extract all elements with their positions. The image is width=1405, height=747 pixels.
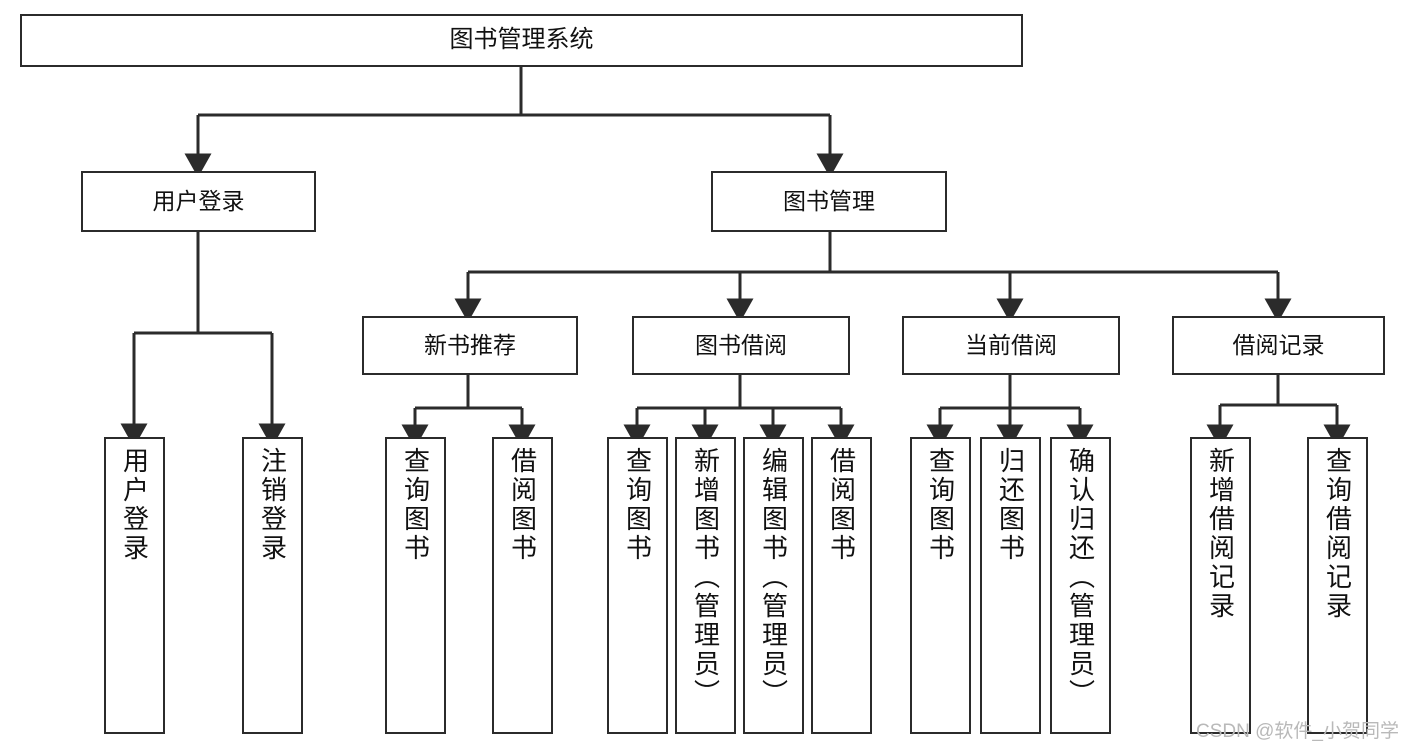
node-root[interactable]: 图书管理系统 (20, 14, 1023, 67)
node-borrow-records-label: 借阅记录 (1232, 331, 1325, 358)
node-user-login[interactable]: 用户登录 (81, 171, 316, 232)
node-book-management-label: 图书管理 (783, 187, 875, 214)
node-leaf-edit-book-label: 编辑图书（管理员） (758, 447, 789, 708)
node-leaf-query-book-1[interactable]: 查询图书 (385, 437, 446, 734)
node-leaf-return-book-label: 归还图书 (995, 447, 1026, 563)
node-root-label: 图书管理系统 (449, 26, 594, 54)
node-leaf-add-record-label: 新增借阅记录 (1205, 447, 1236, 621)
node-leaf-add-book[interactable]: 新增图书（管理员） (675, 437, 736, 734)
node-leaf-borrow-book-1[interactable]: 借阅图书 (492, 437, 553, 734)
node-leaf-add-book-label: 新增图书（管理员） (690, 447, 721, 708)
node-book-borrow[interactable]: 图书借阅 (632, 316, 850, 375)
node-leaf-logout-label: 注销登录 (257, 447, 288, 563)
node-leaf-query-book-1-label: 查询图书 (400, 447, 431, 563)
node-leaf-user-login-label: 用户登录 (119, 447, 150, 563)
node-current-borrow[interactable]: 当前借阅 (902, 316, 1120, 375)
node-leaf-edit-book[interactable]: 编辑图书（管理员） (743, 437, 804, 734)
node-new-book-recommend[interactable]: 新书推荐 (362, 316, 578, 375)
node-leaf-query-record-label: 查询借阅记录 (1322, 447, 1353, 621)
node-leaf-query-book-3[interactable]: 查询图书 (910, 437, 971, 734)
node-borrow-records[interactable]: 借阅记录 (1172, 316, 1385, 375)
node-current-borrow-label: 当前借阅 (965, 331, 1057, 358)
node-leaf-borrow-book-1-label: 借阅图书 (507, 447, 538, 563)
node-new-book-recommend-label: 新书推荐 (424, 331, 516, 358)
node-leaf-query-book-2-label: 查询图书 (622, 447, 653, 563)
node-leaf-query-book-2[interactable]: 查询图书 (607, 437, 668, 734)
node-book-borrow-label: 图书借阅 (695, 331, 787, 358)
node-leaf-return-book[interactable]: 归还图书 (980, 437, 1041, 734)
node-leaf-query-record[interactable]: 查询借阅记录 (1307, 437, 1368, 734)
node-leaf-query-book-3-label: 查询图书 (925, 447, 956, 563)
node-user-login-label: 用户登录 (152, 187, 245, 214)
node-leaf-confirm-return[interactable]: 确认归还（管理员） (1050, 437, 1111, 734)
node-leaf-logout[interactable]: 注销登录 (242, 437, 303, 734)
node-leaf-borrow-book-2-label: 借阅图书 (826, 447, 857, 563)
node-book-management[interactable]: 图书管理 (711, 171, 947, 232)
node-leaf-user-login[interactable]: 用户登录 (104, 437, 165, 734)
node-leaf-confirm-return-label: 确认归还（管理员） (1065, 447, 1096, 708)
node-leaf-borrow-book-2[interactable]: 借阅图书 (811, 437, 872, 734)
node-leaf-add-record[interactable]: 新增借阅记录 (1190, 437, 1251, 734)
